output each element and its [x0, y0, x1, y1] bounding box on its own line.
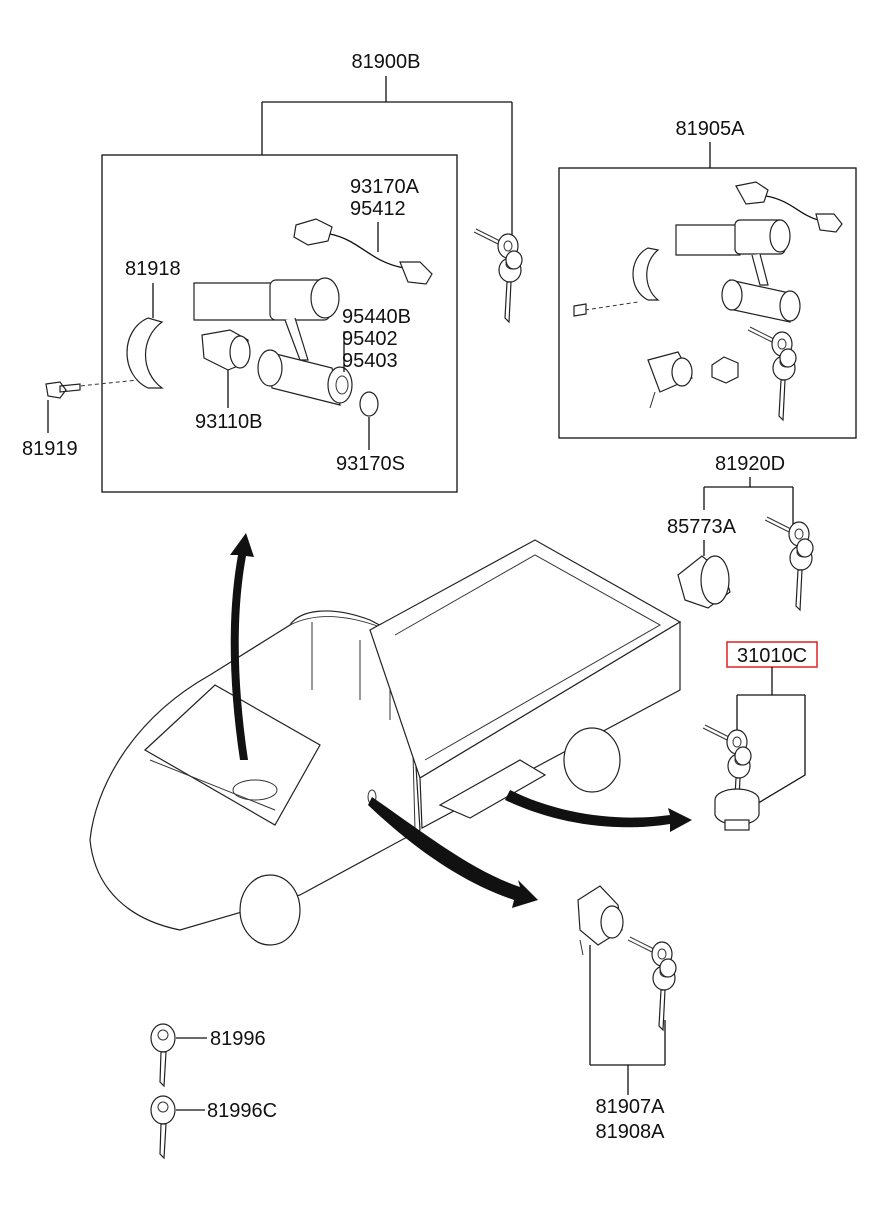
cap-set-81920D-group: 81920D 85773A	[667, 453, 814, 611]
leader-line	[703, 477, 794, 535]
part-label-93170S[interactable]: 93170S	[336, 453, 405, 475]
key-drawing	[150, 1023, 176, 1087]
lock-body-drawing	[193, 277, 353, 406]
key-drawing	[150, 1095, 176, 1159]
key-set-drawing	[764, 516, 814, 611]
part-label-81996C[interactable]: 81996C	[207, 1100, 277, 1122]
part-label-95403[interactable]: 95403	[342, 350, 398, 372]
wiring-harness-drawing	[293, 218, 433, 285]
part-label-81919[interactable]: 81919	[22, 438, 78, 460]
truck-drawing	[89, 539, 682, 946]
leader-line	[736, 667, 806, 806]
assembly-81900B-group: 81900B 93170A 95412 81918 81919 954	[22, 51, 523, 493]
part-label-85773A[interactable]: 85773A	[667, 516, 737, 538]
key-set-drawing	[747, 326, 797, 421]
part-label-81918[interactable]: 81918	[125, 258, 181, 280]
part-label-95402[interactable]: 95402	[342, 328, 398, 350]
cap-drawing	[677, 555, 731, 609]
part-label-93170A[interactable]: 93170A	[350, 176, 420, 198]
alt-parts-drawing	[573, 181, 843, 409]
leader-line	[261, 76, 513, 245]
ring-drawing	[359, 391, 379, 417]
key-set-drawing	[627, 936, 677, 1031]
assembly-box	[101, 154, 458, 493]
key-81996C-group: 81996C	[150, 1095, 277, 1159]
part-label-95412[interactable]: 95412	[350, 198, 406, 220]
door-lock-group: 81907A 81908A	[577, 885, 677, 1143]
part-label-81908A[interactable]: 81908A	[596, 1121, 666, 1143]
leader-line	[343, 331, 348, 372]
arrow-icon	[368, 797, 538, 908]
dashed-line	[59, 379, 139, 389]
leader-line	[589, 945, 666, 1095]
fuel-cap-drawing	[714, 788, 760, 831]
key-set-drawing	[473, 228, 523, 323]
part-label-95440B[interactable]: 95440B	[342, 306, 411, 328]
immobilizer-drawing	[201, 329, 251, 371]
assembly-81905A-group: 81905A	[558, 118, 857, 439]
arrows	[230, 533, 692, 908]
screw-drawing	[45, 381, 81, 399]
arrow-icon	[505, 790, 692, 832]
part-label-81900B[interactable]: 81900B	[352, 51, 421, 73]
part-label-31010C[interactable]: 31010C	[737, 645, 807, 667]
fuel-cap-31010C-group: 31010C	[702, 641, 818, 831]
assembly-box	[558, 167, 857, 439]
part-label-81907A[interactable]: 81907A	[596, 1096, 666, 1118]
key-81996-group: 81996	[150, 1023, 266, 1087]
part-label-93110B[interactable]: 93110B	[195, 411, 262, 433]
clamp-drawing	[126, 317, 164, 389]
part-label-81905A[interactable]: 81905A	[676, 118, 746, 140]
arrow-icon	[230, 533, 254, 760]
door-lock-drawing	[577, 885, 624, 956]
part-label-81920D[interactable]: 81920D	[715, 453, 785, 475]
part-label-81996[interactable]: 81996	[210, 1028, 266, 1050]
